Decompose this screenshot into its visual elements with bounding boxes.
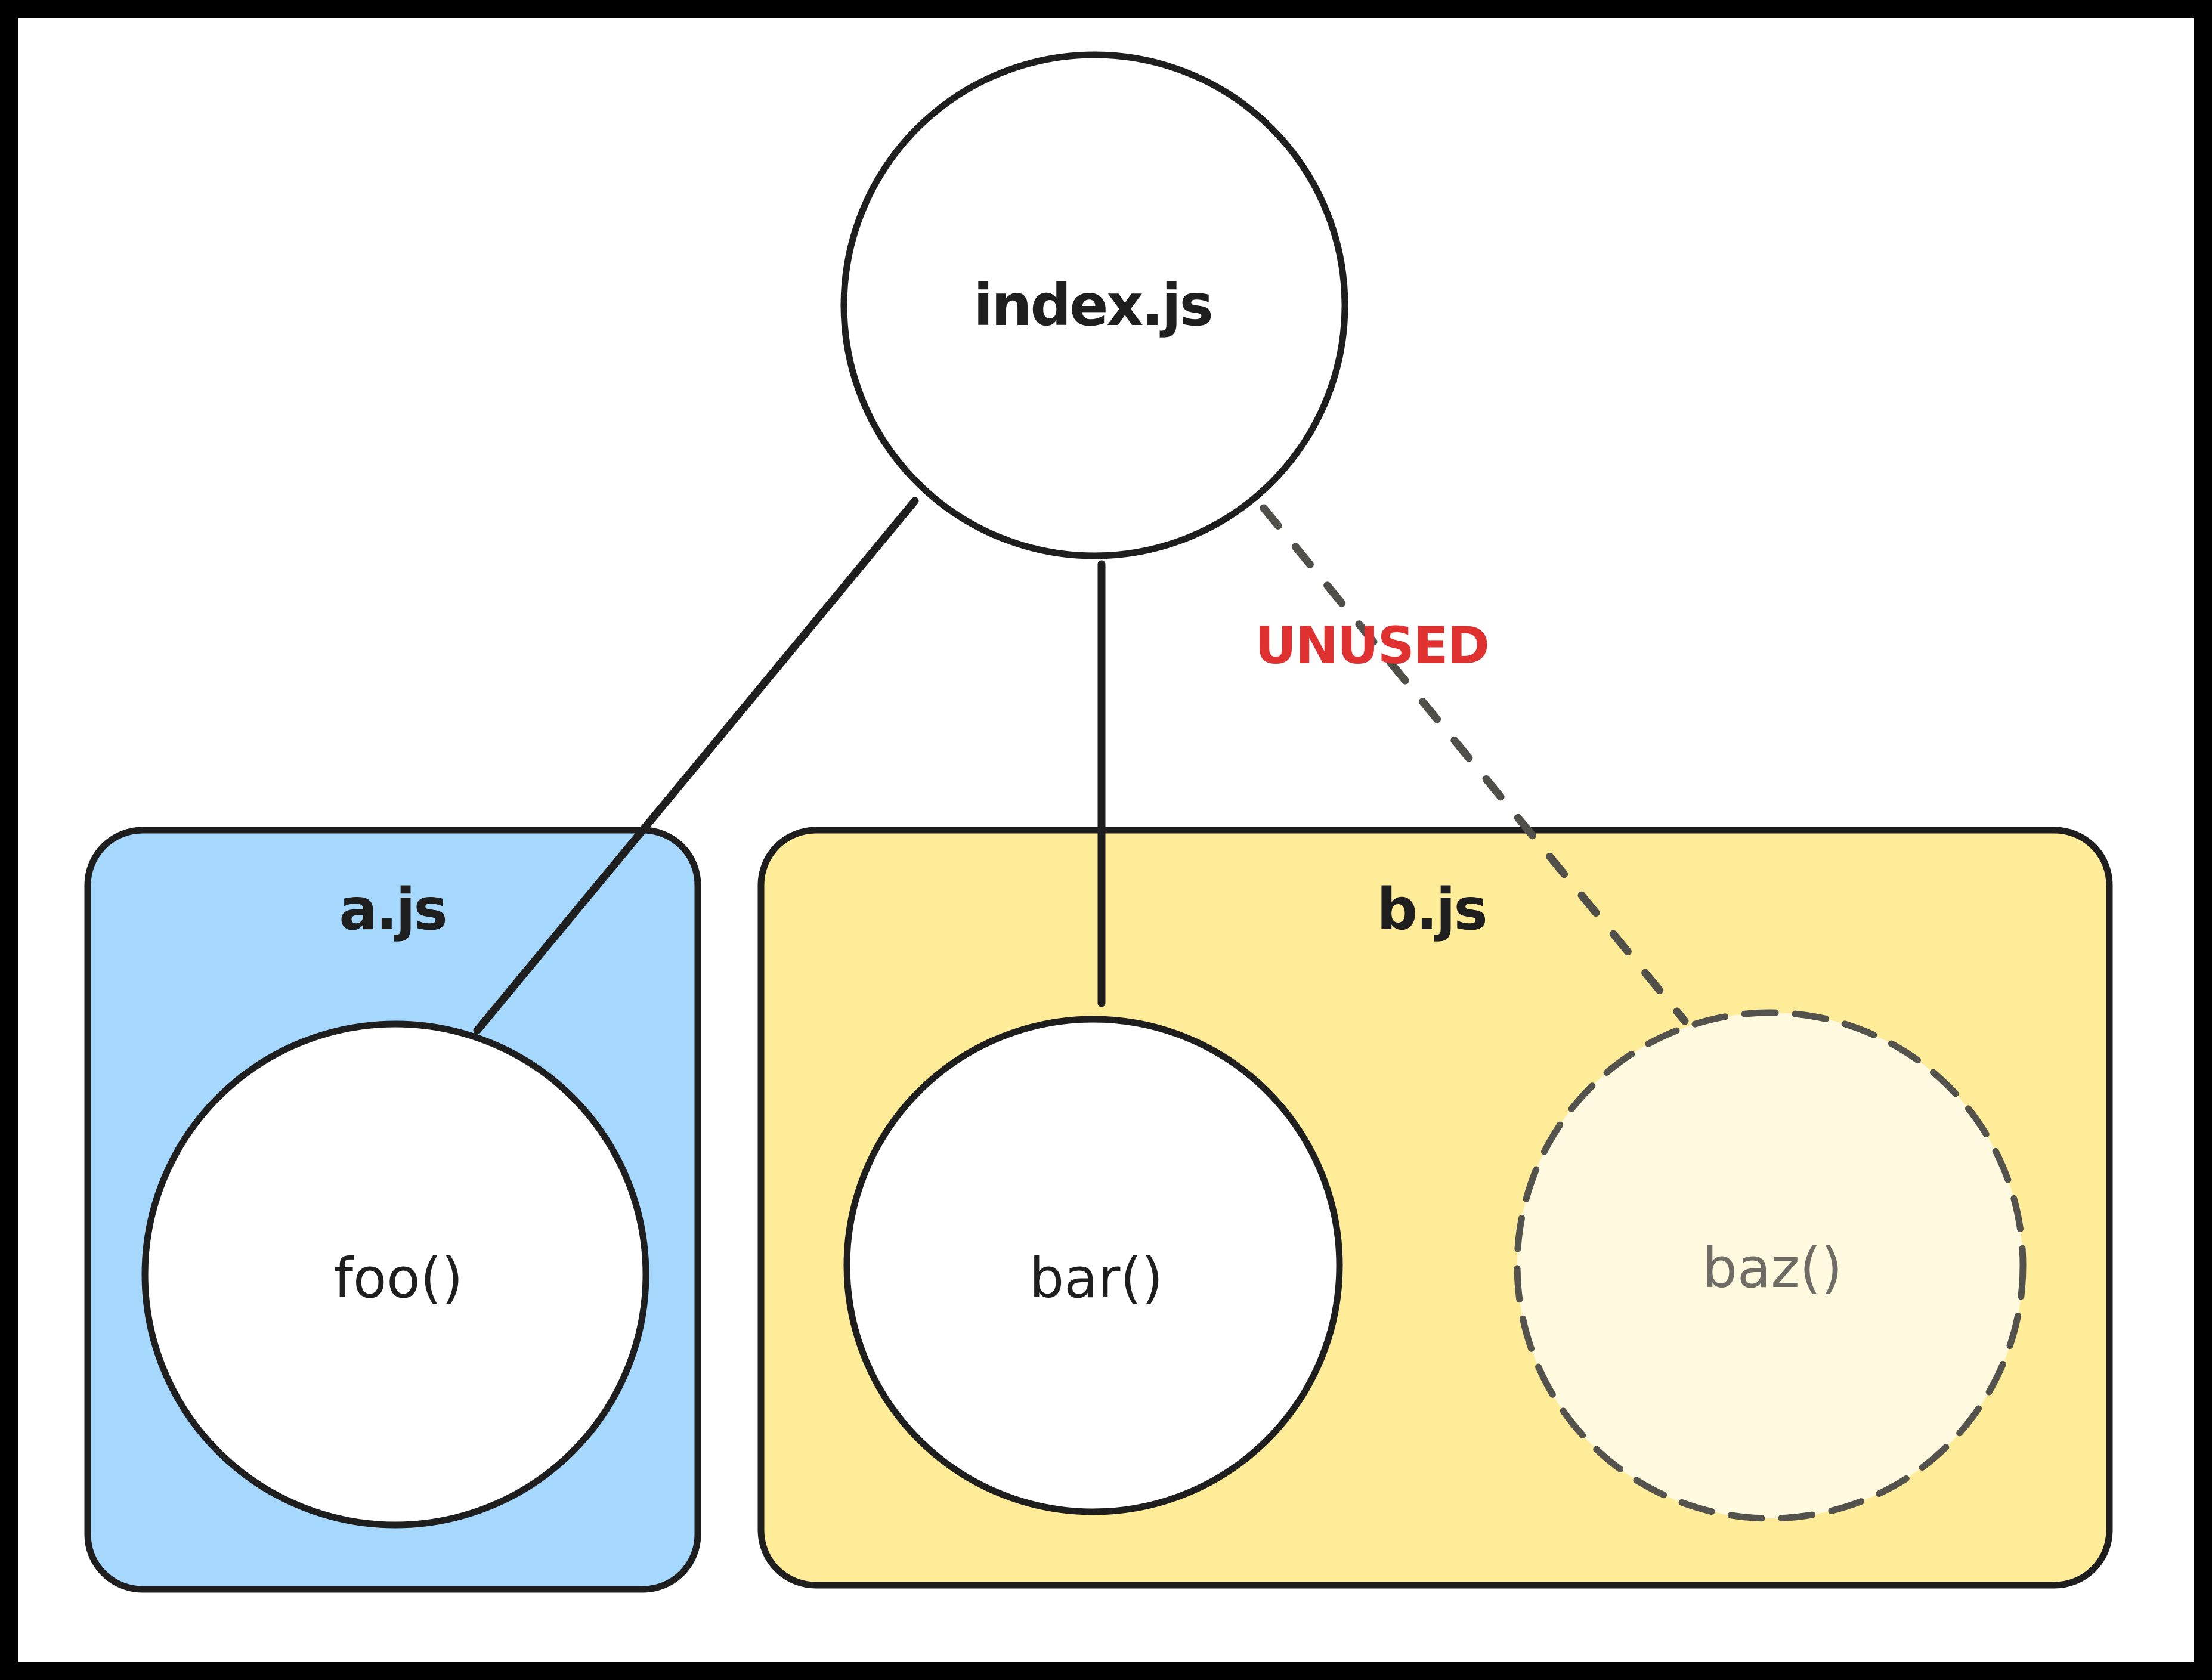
node-bar-label: bar() — [1029, 1246, 1163, 1310]
module-b-label: b.js — [1376, 876, 1486, 943]
node-baz-label: baz() — [1703, 1236, 1843, 1300]
edge-index-to-foo — [473, 497, 919, 1035]
node-index-js — [840, 51, 1348, 559]
node-baz-unused — [1514, 1009, 2027, 1522]
node-index-js-label: index.js — [973, 272, 1212, 339]
node-foo-label: foo() — [334, 1246, 463, 1310]
edge-index-to-baz-dashed — [1260, 504, 1689, 1025]
unused-edge-label: UNUSED — [1255, 616, 1489, 676]
node-bar — [843, 1016, 1343, 1515]
module-a-label: a.js — [339, 876, 446, 943]
node-foo — [141, 1020, 649, 1529]
